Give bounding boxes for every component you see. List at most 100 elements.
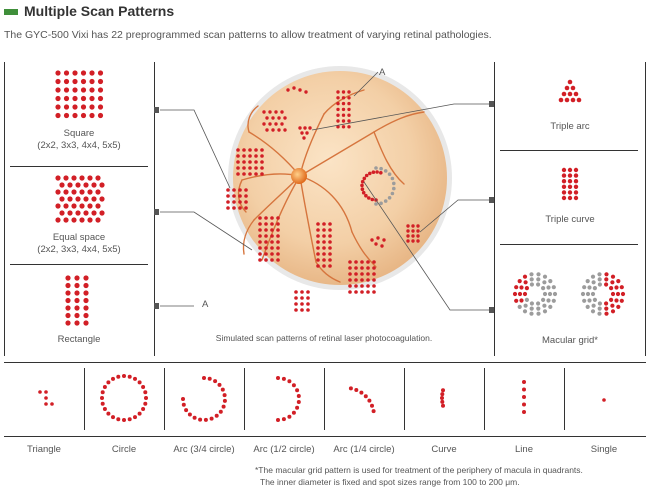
laser-spot (387, 196, 392, 200)
laser-spot (268, 122, 272, 126)
laser-spot (97, 70, 104, 76)
laser-spot (87, 175, 93, 181)
laser-spot (370, 238, 374, 242)
laser-spot (370, 403, 374, 408)
marker-a-side: A (202, 299, 209, 310)
laser-spot (144, 396, 148, 400)
left-separator-1 (10, 166, 148, 167)
laser-spot (610, 280, 615, 285)
laser-spot (360, 179, 365, 184)
laser-spot (79, 189, 85, 195)
laser-spot (366, 272, 370, 276)
laser-spot (264, 222, 268, 226)
single-pattern-icon (602, 398, 606, 402)
laser-spot (102, 407, 107, 411)
laser-spot (561, 179, 567, 184)
laser-spot (44, 390, 48, 394)
laser-spot (294, 296, 298, 300)
equal-space-detail: (2x2, 3x3, 4x4, 5x5) (37, 244, 121, 255)
footnote: *The macular grid pattern is used for tr… (255, 464, 583, 488)
laser-spot (264, 228, 268, 232)
laser-spot (133, 376, 137, 381)
laser-spot (102, 385, 107, 389)
laser-spot (59, 196, 65, 202)
laser-spot (561, 167, 567, 173)
laser-spot (238, 200, 242, 204)
laser-spot (441, 388, 445, 393)
laser-spot (411, 234, 415, 238)
laser-spot (322, 258, 326, 262)
laser-spot (65, 297, 71, 304)
laser-spot (264, 252, 268, 256)
laser-spot (536, 311, 541, 316)
laser-spot (67, 210, 73, 216)
laser-spot (122, 418, 126, 422)
laser-spot (360, 278, 364, 282)
laser-spot (63, 87, 70, 93)
laser-spot (287, 414, 292, 419)
laser-spot (258, 258, 262, 262)
laser-spot (597, 306, 602, 311)
laser-spot (552, 291, 558, 297)
laser-spot (91, 196, 97, 202)
laser-spot (440, 392, 445, 397)
laser-spot (364, 193, 368, 198)
rectangle-label: Rectangle (57, 334, 101, 345)
laser-spot (207, 376, 212, 381)
equal-space-pattern-icon (55, 175, 105, 223)
laser-spot (55, 104, 61, 110)
laser-spot (336, 125, 340, 129)
laser-spot (75, 182, 81, 188)
laser-spot (258, 240, 262, 244)
bottom-divider-1 (84, 368, 85, 430)
laser-spot (322, 222, 326, 226)
bottom-divider-7 (564, 368, 565, 430)
laser-spot (570, 85, 576, 91)
laser-spot (360, 272, 364, 276)
laser-spot (242, 166, 246, 170)
laser-spot (254, 172, 258, 176)
laser-spot (286, 88, 290, 92)
laser-spot (328, 228, 332, 232)
laser-spot (44, 402, 48, 406)
laser-spot (522, 309, 528, 314)
laser-spot (564, 97, 570, 103)
laser-spot (354, 272, 358, 276)
laser-spot (328, 234, 332, 238)
laser-spot (587, 298, 592, 303)
laser-spot (264, 258, 268, 262)
laser-spot (372, 284, 376, 288)
laser-spot (232, 188, 236, 192)
laser-spot (303, 126, 307, 130)
laser-spot (440, 399, 445, 404)
laser-spot (50, 402, 54, 406)
laser-spot (380, 244, 384, 248)
laser-spot (95, 217, 101, 223)
laser-spot (587, 285, 592, 290)
laser-spot (302, 136, 306, 140)
laser-spot (529, 306, 534, 311)
laser-spot (367, 398, 372, 403)
laser-spot (236, 148, 240, 152)
laser-spot (536, 301, 541, 306)
laser-spot (322, 264, 326, 268)
laser-spot (548, 279, 553, 284)
laser-spot (529, 272, 534, 277)
laser-spot (305, 131, 309, 135)
laser-spot (376, 236, 380, 240)
laser-spot (91, 182, 97, 188)
laser-spot (348, 278, 352, 282)
laser-spot (316, 228, 320, 232)
laser-spot (258, 252, 262, 256)
laser-spot (276, 246, 280, 250)
frame-right-border (645, 62, 646, 356)
laser-spot (360, 266, 364, 270)
laser-spot (328, 222, 332, 226)
laser-spot (316, 240, 320, 244)
laser-spot (336, 96, 340, 100)
laser-spot (304, 90, 308, 94)
laser-spot (264, 216, 268, 220)
laser-spot (294, 308, 298, 312)
laser-spot (616, 304, 621, 309)
laser-spot (270, 258, 274, 262)
